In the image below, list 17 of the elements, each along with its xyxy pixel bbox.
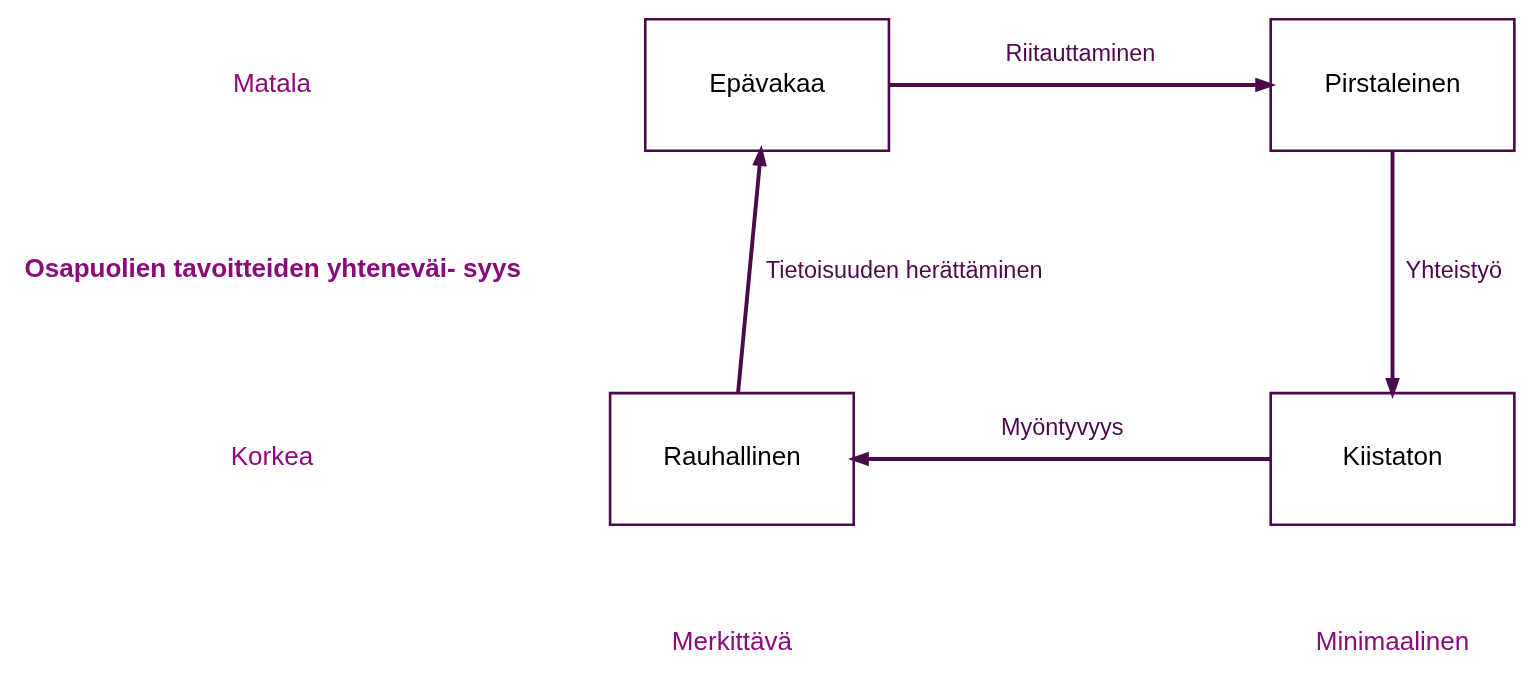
label: Matala [232,67,312,98]
label: Korkea [230,441,314,472]
label: Merkittävä [671,625,792,656]
arrow [736,145,767,394]
label: Osapuolien tavoitteiden yhteneväi- syys [24,253,521,284]
label: Minimaalinen [1315,625,1470,656]
edge-label: Yhteistyö [1405,256,1502,283]
node-box: Epävakaa [643,17,891,153]
arrow [847,451,1271,467]
edge-label: Riitauttaminen [1005,39,1156,66]
node-box: Pirstaleinen [1269,17,1516,153]
arrow [1385,151,1400,399]
node-box: Rauhallinen [608,391,856,527]
arrow [889,77,1277,93]
edge-label: Tietoisuuden herättäminen [765,256,1043,283]
node-box: Kiistaton [1269,391,1516,527]
edge-label: Myöntyvyys [1000,413,1124,440]
